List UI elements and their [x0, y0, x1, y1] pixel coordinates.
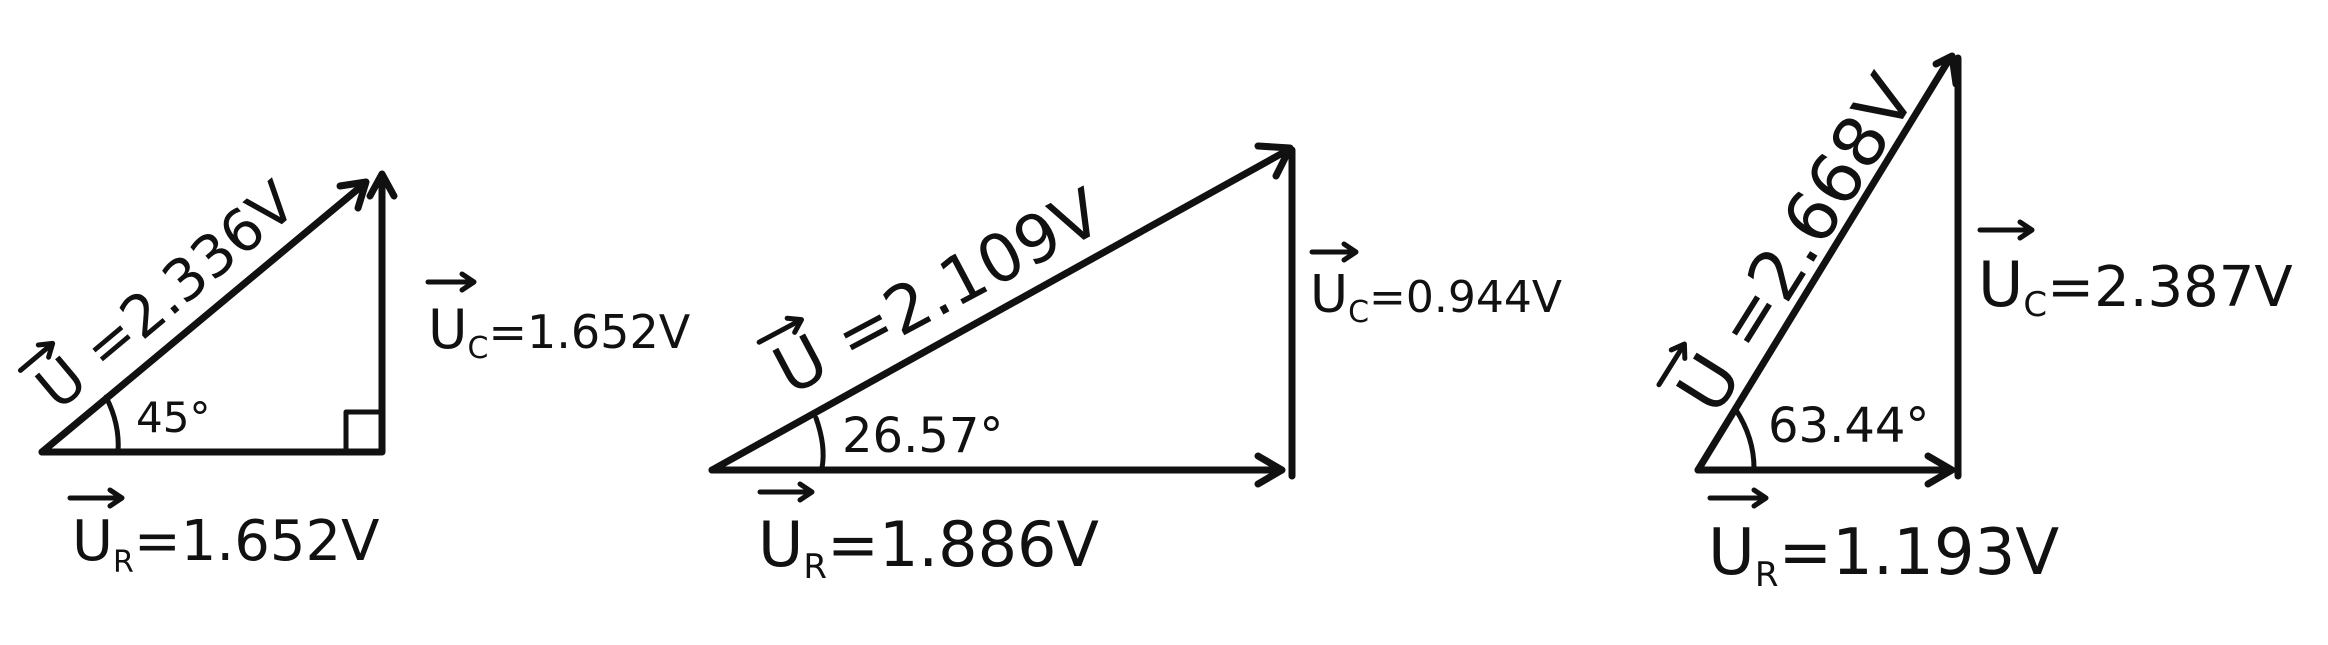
triangle-2-side-vector-tip	[1341, 241, 1359, 263]
triangle-3-hypotenuse-label: U =2.668V	[1656, 61, 1932, 427]
triangle-3-vertical-label: UC=2.387V	[1977, 219, 2293, 325]
triangle-2-hyp-vector-tip	[784, 315, 805, 335]
triangle-2-angle-arc	[813, 415, 826, 471]
triangle-1-hypotenuse-label: U =2.336V	[17, 168, 309, 423]
triangle-1-hyp-value: =2.336V	[70, 168, 309, 384]
triangle-2-side-value: =0.944V	[1369, 272, 1562, 323]
svg-text:U =2.668V: U =2.668V	[1661, 61, 1932, 427]
triangle-2-hypotenuse-vector	[708, 146, 1292, 474]
svg-text:UR=1.886V: UR=1.886V	[758, 508, 1099, 587]
svg-text:U =2.109V: U =2.109V	[761, 174, 1114, 410]
triangle-1-vertical-label: UC=1.652V	[425, 271, 691, 366]
triangle-3-base-vector-tip	[1751, 487, 1769, 509]
triangle-2-base-label: UR=1.886V	[757, 481, 1099, 587]
triangle-3-side-sub: C	[2023, 285, 2047, 325]
svg-text:UC=1.652V: UC=1.652V	[428, 298, 691, 366]
triangle-2-base-value: =1.886V	[827, 508, 1099, 581]
triangle-1-base-vector-tip	[107, 487, 125, 509]
triangle-1-side-sub: C	[468, 331, 489, 366]
triangle-2-hypotenuse-label: U =2.109V	[756, 174, 1114, 410]
triangle-3-base-arrowhead	[1924, 452, 1956, 488]
triangle-2-base-arrowhead	[1254, 452, 1286, 488]
triangle-1-angle-label: 45°	[136, 393, 210, 442]
triangle-2-base-symbol: U	[758, 508, 803, 581]
triangle-2-vertical-label: UC=0.944V	[1309, 241, 1562, 330]
svg-text:UC=0.944V: UC=0.944V	[1310, 265, 1562, 330]
triangle-2-angle-label: 26.57°	[842, 408, 1003, 464]
triangle-1-angle-arc	[103, 394, 121, 455]
triangle-3-base-sub: R	[1755, 555, 1779, 595]
triangle-1-base-label: UR=1.652V	[67, 487, 379, 580]
triangle-1-hypotenuse-vector	[38, 180, 368, 456]
triangle-1-hyp-vector-bar	[17, 342, 54, 373]
triangle-1-base-value: =1.652V	[134, 509, 380, 574]
triangle-2-hyp-vector-bar	[756, 318, 803, 345]
triangle-3-side-vector-tip	[2017, 219, 2035, 241]
triangle-3-side-symbol: U	[1978, 248, 2023, 321]
triangle-1-hypotenuse-arrowhead	[336, 178, 370, 212]
triangle-3-hyp-value: =2.668V	[1700, 61, 1932, 365]
triangle-2-hypotenuse-arrowhead	[1254, 142, 1294, 180]
triangle-2-side-symbol: U	[1310, 265, 1348, 325]
triangle-3-base-symbol: U	[1708, 516, 1755, 590]
triangle-1: U =2.336V 45° UC=1.652V UR=1.652V	[17, 168, 691, 580]
triangle-3-base-label: UR=1.193V	[1707, 487, 2059, 595]
svg-text:UR=1.652V: UR=1.652V	[72, 509, 379, 580]
triangle-2: U =2.109V 26.57° UC=0.944V UR=1.886V	[708, 142, 1562, 587]
svg-text:UR=1.193V: UR=1.193V	[1708, 516, 2059, 595]
triangle-1-vertical-arrowhead	[366, 170, 398, 200]
triangle-3-angle-arc	[1733, 407, 1757, 471]
triangle-2-hyp-value: =2.109V	[823, 174, 1115, 378]
triangle-1-hyp-vector-tip	[35, 340, 56, 360]
triangle-3-angle-label: 63.44°	[1768, 398, 1929, 454]
svg-text:U =2.336V: U =2.336V	[23, 168, 308, 423]
triangle-2-side-sub: C	[1348, 295, 1369, 330]
svg-text:UC=2.387V: UC=2.387V	[1978, 248, 2293, 325]
triangle-3-hyp-vector-tip	[1668, 341, 1688, 361]
triangle-3-hypotenuse-arrowhead	[1932, 52, 1960, 88]
triangle-1-right-angle-marker	[343, 409, 385, 455]
triangle-1-base-symbol: U	[72, 509, 113, 574]
triangle-1-side-vector-tip	[459, 271, 477, 293]
triangle-3-hypotenuse-vector	[1694, 54, 1954, 474]
triangle-3-hyp-symbol: U	[1661, 340, 1758, 427]
triangle-3-base-value: =1.193V	[1778, 516, 2059, 590]
triangle-1-base-sub: R	[113, 545, 134, 580]
triangle-2-base-sub: R	[803, 547, 827, 587]
triangle-3: U =2.668V 63.44° UC=2.387V UR=1.193V	[1656, 52, 2293, 595]
triangle-1-side-value: =1.652V	[488, 305, 690, 359]
triangle-3-side-value: =2.387V	[2047, 255, 2293, 320]
triangle-2-base-vector-tip	[797, 481, 815, 503]
triangle-1-side-symbol: U	[428, 298, 468, 361]
triangle-3-hyp-vector-bar	[1656, 343, 1686, 388]
